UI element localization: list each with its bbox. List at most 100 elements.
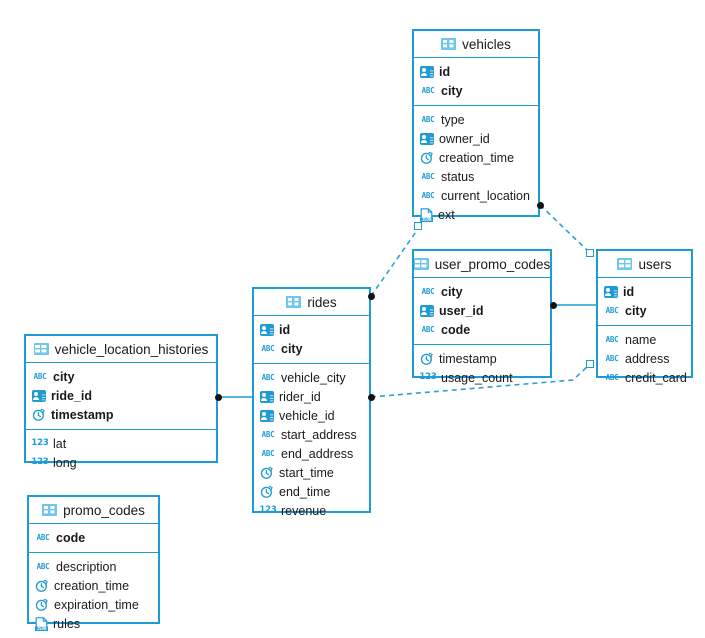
table-users[interactable]: users id city name address credi [596,249,693,385]
column-name: name [625,332,657,347]
column-row[interactable]: expiration_time [29,595,158,614]
column-name: usage_count [441,370,513,385]
edge-endpoint-dot-rides-right-bottom [367,393,375,401]
column-row[interactable]: type [414,110,538,129]
column-name: timestamp [439,351,497,366]
column-row[interactable]: creation_time [29,576,158,595]
columns-section: timestamp usage_count [414,345,550,392]
column-row[interactable]: usage_count [414,368,550,387]
column-row[interactable]: revenue [254,501,369,520]
person-icon [32,389,46,402]
column-row[interactable]: start_time [254,463,369,482]
number-icon [420,372,436,384]
clock-icon [32,408,46,422]
column-row[interactable]: current_location [414,186,538,205]
column-name: credit_card [625,370,687,385]
column-row[interactable]: vehicle_city [254,368,369,387]
table-icon [617,258,633,270]
column-name: ride_id [51,388,92,403]
column-name: start_time [279,465,334,480]
table-title: users [638,256,672,272]
column-row[interactable]: city [26,367,216,386]
table-icon [286,296,302,308]
json-icon: JSON [35,616,48,631]
column-row[interactable]: city [414,282,550,301]
column-row[interactable]: description [29,557,158,576]
column-row[interactable]: rider_id [254,387,369,406]
column-row[interactable]: end_time [254,482,369,501]
table-header: vehicles [414,31,538,58]
column-row[interactable]: start_address [254,425,369,444]
columns-section: lat long [26,430,216,477]
column-row[interactable]: vehicle_id [254,406,369,425]
column-row[interactable]: JSON rules [29,614,158,633]
abc-icon [604,353,620,365]
edge-endpoint-dot-vlh-right [214,393,222,401]
column-row[interactable]: lat [26,434,216,453]
column-name: description [56,559,117,574]
primary-key-section: code [29,524,158,553]
column-row[interactable]: credit_card [598,368,691,387]
primary-key-section: city user_id code [414,278,550,345]
column-row[interactable]: status [414,167,538,186]
clock-icon [35,598,49,612]
abc-icon [604,334,620,346]
column-row[interactable]: owner_id [414,129,538,148]
column-row[interactable]: timestamp [414,349,550,368]
column-row[interactable]: id [598,282,691,301]
table-vehicles[interactable]: vehicles id city type owner_id c [412,29,540,222]
column-row[interactable]: end_address [254,444,369,463]
column-row[interactable]: address [598,349,691,368]
column-name: city [441,83,463,98]
table-rides[interactable]: rides id city vehicle_city rider_id [252,287,371,518]
column-row[interactable]: ride_id [26,386,216,405]
column-name: revenue [281,503,327,518]
table-icon [413,258,429,270]
column-row[interactable]: id [254,320,369,339]
svg-text:JSON: JSON [37,626,47,631]
column-name: timestamp [51,407,114,422]
table-header: rides [254,289,369,316]
column-name: current_location [441,188,530,203]
column-name: vehicle_id [279,408,335,423]
table-vehicle-location-histories[interactable]: vehicle_location_histories city ride_id … [24,334,218,470]
clock-icon [420,151,434,165]
person-icon [260,323,274,336]
table-user-promo-codes[interactable]: user_promo_codes city user_id code times… [412,249,552,385]
abc-icon [420,114,436,126]
column-row[interactable]: creation_time [414,148,538,167]
abc-icon [604,372,620,384]
abc-icon [420,85,436,97]
column-row[interactable]: city [254,339,369,358]
table-icon [33,343,49,355]
primary-key-section: id city [414,58,538,106]
column-name: creation_time [439,150,515,165]
column-name: code [56,530,86,545]
column-row[interactable]: code [29,528,158,547]
svg-text:JSON: JSON [422,217,432,222]
column-row[interactable]: timestamp [26,405,216,424]
table-title: vehicle_location_histories [54,341,209,357]
column-name: city [441,284,463,299]
edge-endpoint-dot-userpromocodes-right [549,301,557,309]
column-row[interactable]: city [414,81,538,100]
json-icon: JSON [420,207,433,222]
column-name: ext [438,207,455,222]
column-row[interactable]: user_id [414,301,550,320]
edge-endpoint-square-users-left-top [586,249,594,257]
abc-icon [32,371,48,383]
column-name: city [625,303,647,318]
column-name: code [441,322,471,337]
table-promo-codes[interactable]: promo_codes code description creation_ti… [27,495,160,631]
column-row[interactable]: id [414,62,538,81]
column-row[interactable]: long [26,453,216,472]
columns-section: description creation_time expiration_tim… [29,553,158,638]
column-row[interactable]: city [598,301,691,320]
column-name: id [439,64,451,79]
abc-icon [420,286,436,298]
edge-endpoint-dot-vehicles-right [536,201,544,209]
column-row[interactable]: name [598,330,691,349]
column-row[interactable]: JSON ext [414,205,538,224]
column-row[interactable]: code [414,320,550,339]
